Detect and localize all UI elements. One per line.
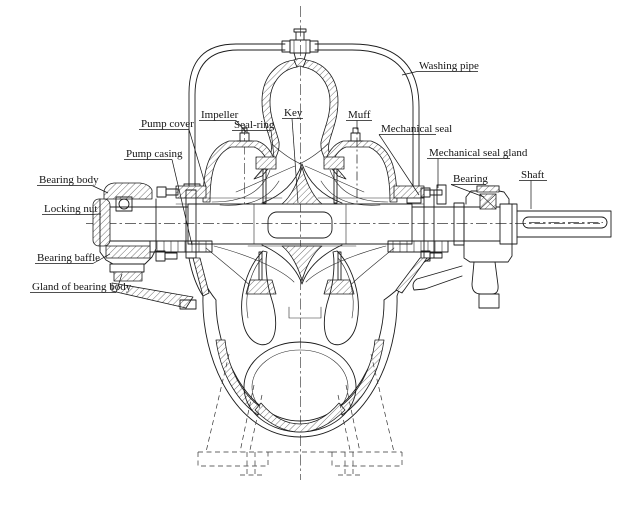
pipe-cross-fitting	[281, 28, 319, 61]
bearing-cap-left	[103, 182, 153, 200]
seal-ring-right	[323, 156, 345, 170]
suction-chamber-outer	[243, 341, 357, 433]
label-shaft-text: Shaft	[521, 169, 544, 181]
impeller-drawing	[205, 163, 395, 294]
label-locking-nut: Locking nut	[42, 203, 102, 215]
chamber-curves-upper	[211, 143, 389, 206]
flange-bolt-left-top	[156, 186, 179, 198]
packing-row-right	[387, 240, 449, 253]
centerlines	[86, 6, 603, 480]
bulb-top-cap	[293, 58, 307, 68]
volute-channel-right	[323, 250, 359, 346]
shaft-right-section	[411, 206, 501, 242]
bearing-inner-collar	[499, 203, 518, 245]
label-bearing-baffle: Bearing baffle	[35, 252, 111, 264]
label-pump-casing-text: Pump casing	[126, 148, 183, 160]
label-impeller: Impeller	[199, 109, 247, 133]
leader-line	[450, 184, 485, 198]
shaft-end	[516, 210, 612, 238]
bulb-wall-left	[253, 59, 298, 180]
ball-bearing-left	[118, 198, 130, 210]
bearing-housing-right	[463, 203, 513, 263]
label-pump-cover-text: Pump cover	[141, 118, 194, 130]
seal-gland-strip-right	[436, 184, 447, 205]
packing-row-left	[149, 240, 213, 253]
flange-bolt-right-top	[420, 187, 443, 198]
label-mechanical-seal-gland-text: Mechanical seal gland	[429, 147, 528, 159]
leader-line	[188, 129, 207, 188]
label-locking-nut-text: Locking nut	[44, 203, 97, 215]
leader-line	[91, 185, 109, 194]
volute-channel-left	[241, 250, 277, 346]
labels: Bearing body Locking nut Bearing baffle …	[30, 60, 547, 293]
label-gland-of-bearing-body: Gland of bearing body	[30, 273, 132, 293]
label-washing-pipe-text: Washing pipe	[419, 60, 479, 72]
label-washing-pipe: Washing pipe	[401, 60, 479, 76]
bulb-wall-right	[302, 59, 347, 180]
label-mechanical-seal-gland: Mechanical seal gland	[427, 147, 528, 188]
bearing-assembly-right	[412, 185, 513, 309]
leader-line	[378, 134, 420, 196]
lower-seal-ring-left	[245, 279, 277, 295]
seal-ring-left	[255, 156, 277, 170]
label-muff-text: Muff	[348, 109, 371, 121]
leader-line	[235, 120, 247, 133]
support-arm-right	[412, 265, 463, 291]
label-key-text: Key	[284, 107, 303, 119]
leader-line	[270, 130, 275, 158]
label-shaft: Shaft	[519, 169, 547, 209]
label-seal-ring-text: Seal-ring	[234, 119, 275, 131]
label-bearing-baffle-text: Bearing baffle	[37, 252, 100, 264]
volute-inner	[195, 257, 425, 422]
leader-line	[115, 273, 123, 293]
center-notch	[288, 306, 322, 319]
locking-nut-block	[92, 198, 111, 247]
gland-bolt-left-bottom	[155, 250, 178, 262]
leader-line	[89, 213, 102, 215]
label-bearing-body-text: Bearing body	[39, 174, 99, 186]
bearing-foot-right	[471, 261, 499, 295]
bearing-gland-block	[113, 271, 143, 282]
label-pump-cover: Pump cover	[139, 118, 207, 188]
leader-line	[401, 71, 418, 76]
label-bearing-text: Bearing	[453, 173, 488, 185]
shaft-assembly	[92, 198, 612, 247]
label-pump-casing: Pump casing	[124, 148, 193, 246]
support-legs	[197, 353, 403, 476]
label-muff: Muff	[346, 109, 372, 204]
shaft-left-section	[100, 206, 189, 242]
volute-drawing	[185, 189, 435, 476]
keyway-slot	[522, 216, 608, 229]
impeller-hub-lower	[281, 245, 323, 282]
label-gland-of-bearing-body-text: Gland of bearing body	[32, 281, 132, 293]
leader-line	[92, 253, 111, 264]
label-seal-ring: Seal-ring	[232, 119, 275, 158]
hump-bolt-right	[347, 127, 364, 142]
leader-line	[171, 159, 193, 246]
label-bearing: Bearing	[450, 173, 488, 198]
label-mechanical-seal: Mechanical seal	[378, 123, 452, 196]
label-impeller-text: Impeller	[201, 109, 239, 121]
casing-wall-right	[423, 189, 435, 259]
hump-bolt-left	[236, 127, 253, 142]
bearing-assembly-left	[99, 182, 197, 310]
casing-wall-left	[185, 189, 197, 259]
label-mechanical-seal-text: Mechanical seal	[381, 123, 452, 135]
lower-seal-ring-right	[323, 279, 355, 295]
cover-flange-right	[393, 185, 425, 199]
label-bearing-body: Bearing body	[37, 174, 109, 194]
chamber-curves-lower	[205, 245, 395, 294]
seals-packing	[149, 156, 449, 295]
leader-line	[291, 118, 299, 204]
label-key: Key	[282, 107, 303, 204]
support-arm-left	[111, 282, 194, 309]
bearing-baffle-block	[109, 263, 145, 273]
impeller-hub-upper	[281, 166, 323, 205]
sleeve-collar	[267, 211, 333, 239]
